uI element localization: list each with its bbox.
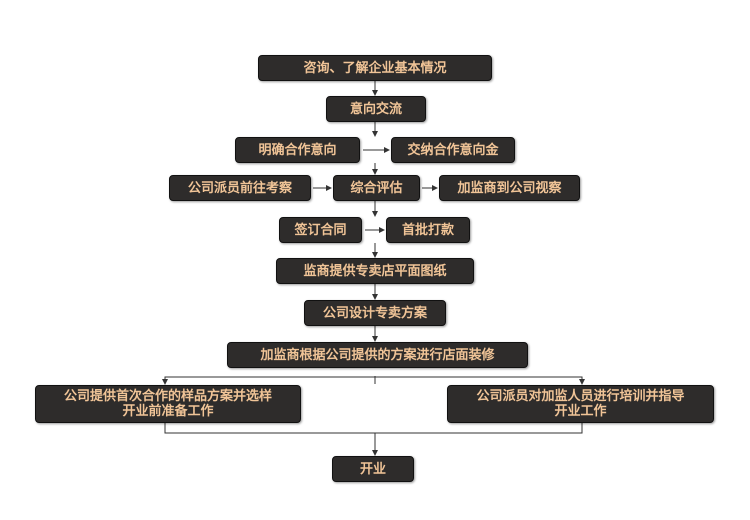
node-confirm-intent: 明确合作意向 bbox=[235, 137, 360, 163]
node-label: 开业 bbox=[359, 461, 386, 477]
node-label: 明确合作意向 bbox=[258, 142, 337, 158]
node-label: 开业工作 bbox=[554, 404, 607, 419]
node-evaluate: 综合评估 bbox=[333, 175, 420, 201]
arrow bbox=[164, 423, 583, 434]
node-pay-deposit: 交纳合作意向金 bbox=[391, 137, 515, 163]
node-label: 公司派员前往考察 bbox=[187, 180, 292, 196]
node-consult: 咨询、了解企业基本情况 bbox=[258, 55, 492, 81]
node-floor-plan: 监商提供专卖店平面图纸 bbox=[276, 258, 474, 284]
node-label: 公司派员对加监人员进行培训并指导 bbox=[476, 389, 685, 404]
node-label: 公司提供首次合作的样品方案并选样 bbox=[63, 389, 272, 404]
arrow bbox=[375, 376, 585, 385]
node-label: 加监商根据公司提供的方案进行店面装修 bbox=[260, 347, 495, 363]
node-label: 加监商到公司视察 bbox=[457, 180, 562, 196]
node-sign-contract: 签订合同 bbox=[279, 217, 362, 243]
node-label: 咨询、了解企业基本情况 bbox=[303, 60, 447, 76]
node-renovation: 加监商根据公司提供的方案进行店面装修 bbox=[227, 342, 528, 368]
node-franchisee-visit: 加监商到公司视察 bbox=[439, 175, 580, 201]
node-label: 首批打款 bbox=[401, 222, 454, 238]
node-label: 公司设计专卖方案 bbox=[322, 305, 427, 321]
node-label: 意向交流 bbox=[349, 101, 402, 117]
node-label: 交纳合作意向金 bbox=[407, 142, 499, 158]
node-intent-exchange: 意向交流 bbox=[326, 96, 426, 122]
node-label: 开业前准备工作 bbox=[122, 404, 214, 419]
node-samples: 公司提供首次合作的样品方案并选样开业前准备工作 bbox=[35, 385, 301, 423]
node-label: 签订合同 bbox=[294, 222, 347, 238]
node-first-payment: 首批打款 bbox=[386, 217, 470, 243]
node-label: 监商提供专卖店平面图纸 bbox=[303, 263, 447, 279]
node-training: 公司派员对加监人员进行培训并指导开业工作 bbox=[447, 385, 714, 423]
arrow bbox=[162, 376, 375, 385]
node-company-visit: 公司派员前往考察 bbox=[169, 175, 311, 201]
node-opening: 开业 bbox=[332, 456, 414, 482]
node-design-plan: 公司设计专卖方案 bbox=[304, 300, 446, 326]
node-label: 综合评估 bbox=[350, 180, 403, 196]
